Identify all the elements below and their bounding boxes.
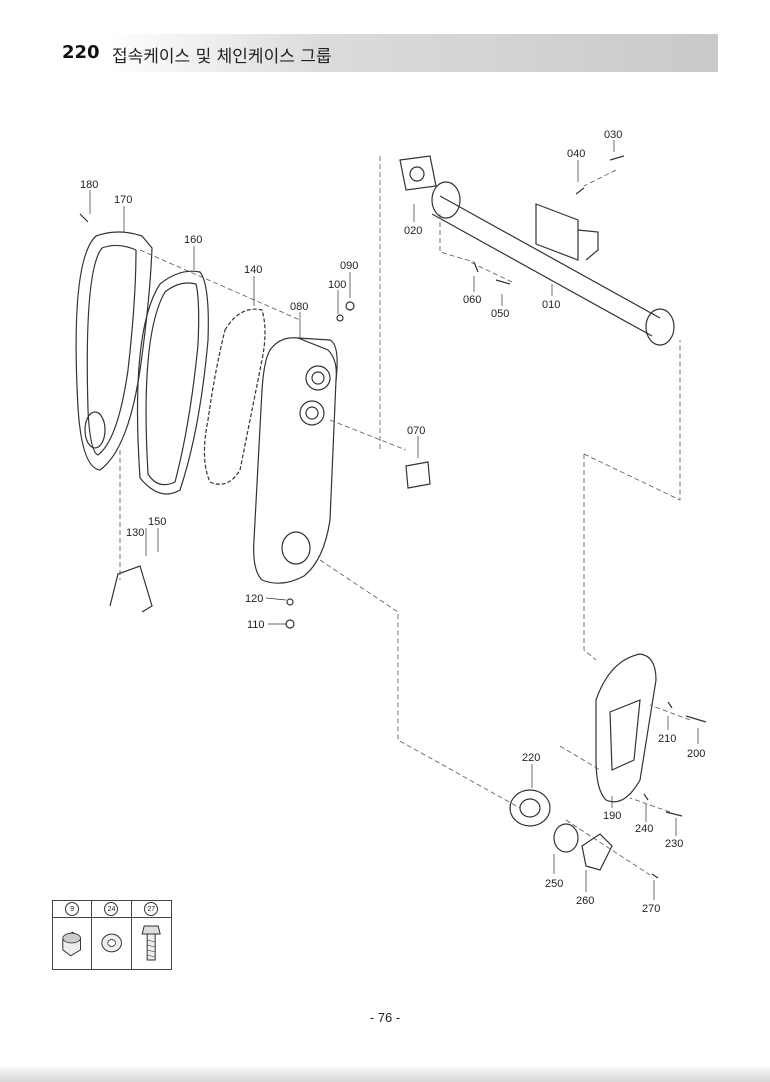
part-label: 170: [114, 194, 132, 206]
part-label: 090: [340, 260, 358, 272]
bracket-130: [109, 565, 153, 613]
part-label: 200: [687, 748, 705, 760]
part-label: 100: [328, 279, 346, 291]
chain-140: [203, 308, 266, 485]
part-label: 110: [247, 619, 265, 631]
part-label: 150: [148, 516, 166, 528]
chain-case-080: [253, 337, 337, 584]
part-label: 160: [184, 234, 202, 246]
part-label: 010: [542, 299, 560, 311]
flange-020: [399, 155, 437, 191]
legend-mark: 9: [65, 902, 80, 916]
plate-190: [595, 653, 657, 803]
part-label: 190: [603, 810, 621, 822]
part-label: 230: [665, 838, 683, 850]
legend-mark: 24: [104, 902, 119, 916]
part-label: 120: [245, 593, 263, 605]
plug-nut-icon: [62, 931, 82, 957]
legend-cell: 9: [53, 901, 93, 969]
part-label: 020: [404, 225, 422, 237]
part-label: 260: [576, 895, 594, 907]
hardware-legend-table: 9 24 27: [52, 900, 172, 970]
part-label: 210: [658, 733, 676, 745]
part-label: 040: [567, 148, 585, 160]
part-label: 140: [244, 264, 262, 276]
legend-cell: 24: [92, 901, 132, 969]
part-label: 240: [635, 823, 653, 835]
part-label: 080: [290, 301, 308, 313]
section-header: 220 접속케이스 및 체인케이스 그룹: [52, 34, 718, 72]
plug-070: [405, 461, 431, 489]
part-label: 070: [407, 425, 425, 437]
legend-cell: 27: [131, 901, 171, 969]
gasket-250: [553, 823, 579, 853]
support-tube-010: [431, 195, 661, 337]
page-number: - 76 -: [369, 1010, 401, 1025]
part-label: 130: [126, 527, 144, 539]
chain-cover-170: [75, 231, 153, 471]
bearing-housing-220: [509, 789, 551, 827]
section-title: 접속케이스 및 체인케이스 그룹: [112, 47, 332, 67]
legend-mark: 27: [144, 902, 159, 916]
part-label: 270: [642, 903, 660, 915]
part-label: 030: [604, 129, 622, 141]
scan-edge: [0, 1066, 770, 1082]
part-label: 220: [522, 752, 540, 764]
part-label: 060: [463, 294, 481, 306]
washer-icon: [101, 933, 123, 953]
part-label: 180: [80, 179, 98, 191]
part-label: 250: [545, 878, 563, 890]
section-number: 220: [62, 42, 100, 63]
part-label: 050: [491, 308, 509, 320]
cover-260: [581, 833, 613, 871]
bolt-icon: [141, 925, 161, 961]
gasket-160: [136, 270, 209, 495]
